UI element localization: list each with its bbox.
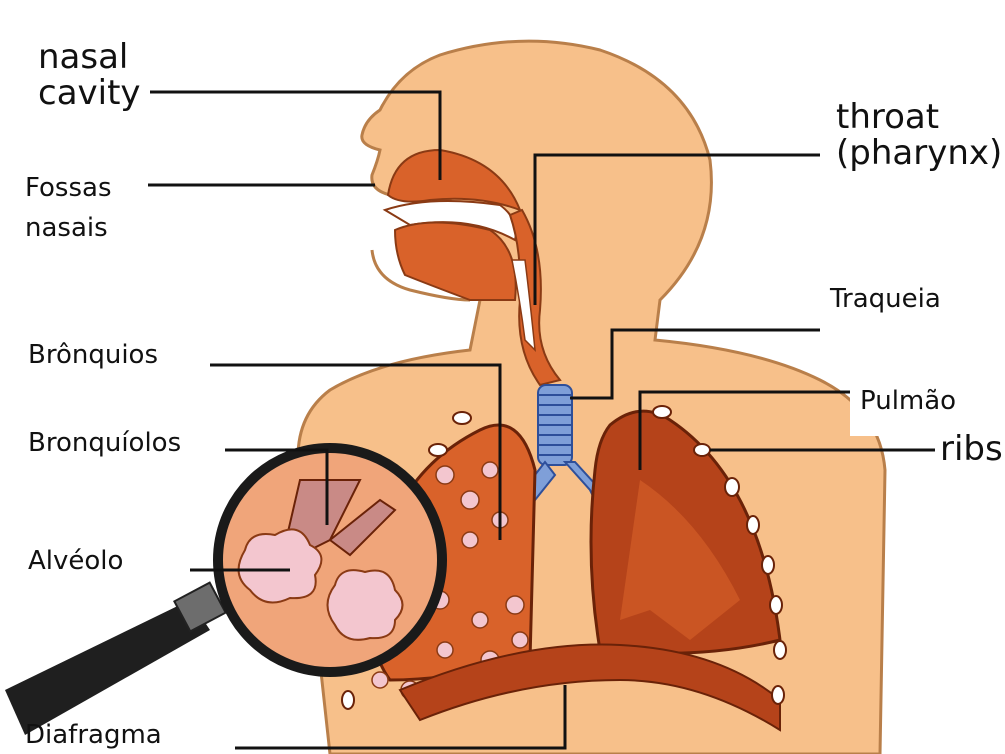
label-throat-line1: throat <box>836 100 1002 136</box>
label-fossas-nasais-line1: Fossas <box>25 168 112 208</box>
magnified-alveolus-2 <box>328 570 403 640</box>
label-ribs: ribs <box>940 432 1003 468</box>
label-bronquios: Brônquios <box>28 342 158 369</box>
label-fossas-nasais: Fossas nasais <box>25 168 112 249</box>
label-nasal-cavity-line1: nasal <box>38 40 141 76</box>
label-throat-line2: (pharynx) <box>836 136 1002 172</box>
label-bronquiolos: Bronquíolos <box>28 430 181 457</box>
label-pulmao: Pulmão <box>860 388 956 415</box>
label-fossas-nasais-line2: nasais <box>25 208 112 248</box>
label-alveolo: Alvéolo <box>28 548 123 575</box>
label-traqueia: Traqueia <box>830 286 941 313</box>
label-nasal-cavity-line2: cavity <box>38 76 141 112</box>
label-throat: throat (pharynx) <box>836 100 1002 171</box>
label-nasal-cavity: nasal cavity <box>38 40 141 111</box>
label-diafragma: Diafragma <box>25 722 162 749</box>
magnifier-handle <box>5 600 210 735</box>
trachea <box>538 385 572 465</box>
